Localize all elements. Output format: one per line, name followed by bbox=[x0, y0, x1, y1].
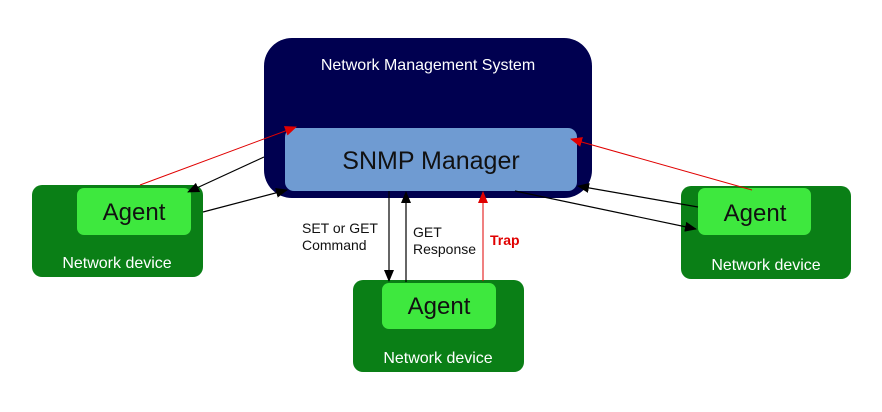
arrow-command-left bbox=[187, 156, 265, 193]
device-label-left: Network device bbox=[62, 255, 171, 272]
device-label-bottom: Network device bbox=[383, 350, 492, 367]
arrow-trap-right bbox=[570, 137, 753, 191]
get-response-label-line2: Response bbox=[413, 241, 476, 257]
set-get-command-label-line1: SET or GET bbox=[302, 220, 378, 236]
agent-label-bottom: Agent bbox=[408, 293, 471, 320]
set-get-command-label-line2: Command bbox=[302, 237, 367, 253]
agent-box-bottom bbox=[382, 283, 496, 329]
nms-title: Network Management System bbox=[321, 57, 535, 74]
agent-label-right: Agent bbox=[724, 200, 787, 227]
snmp-manager-box bbox=[285, 128, 577, 191]
agent-label-left: Agent bbox=[103, 199, 166, 226]
get-response-label-line1: GET bbox=[413, 224, 442, 240]
arrow-response-right bbox=[577, 182, 699, 208]
arrow-trap-left bbox=[139, 126, 297, 186]
device-label-right: Network device bbox=[711, 257, 820, 274]
trap-label: Trap bbox=[490, 232, 520, 248]
arrow-command-right bbox=[514, 190, 697, 232]
agent-box-right bbox=[698, 188, 811, 235]
snmp-manager-label: SNMP Manager bbox=[342, 147, 519, 175]
arrow-response-left bbox=[202, 187, 288, 213]
agent-box-left bbox=[77, 188, 191, 235]
